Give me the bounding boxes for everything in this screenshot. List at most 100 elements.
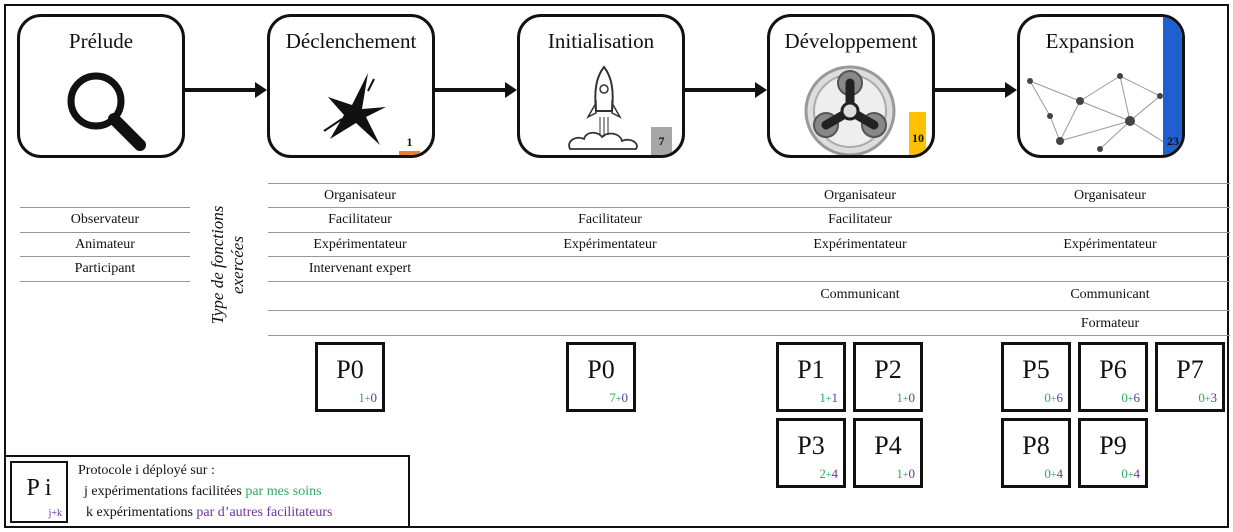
count-j: 0	[1121, 466, 1128, 481]
magnifier-icon	[67, 72, 146, 151]
protocol-box: P6 0+6	[1078, 342, 1148, 412]
plus-sign: +	[902, 470, 909, 481]
legend-line-2-text: j expérimentations facilitées	[84, 484, 246, 499]
count-bar	[1163, 17, 1182, 155]
protocol-box: P5 0+6	[1001, 342, 1071, 412]
legend-line-3: k expérimentations par d’autres facilita…	[86, 505, 332, 521]
protocol-count: 0+6	[1044, 390, 1063, 406]
table-line	[268, 256, 1230, 257]
function-cell: Expérimentateur	[563, 237, 657, 252]
function-cell: Communicant	[820, 287, 900, 302]
plus-sign: +	[615, 394, 622, 405]
protocol-box: P0 1+0	[315, 342, 385, 412]
function-cell: Organisateur	[323, 188, 397, 203]
phase-expansion: Expansion 23	[1017, 14, 1185, 158]
legend-line-1: Protocole i déployé sur :	[78, 463, 215, 478]
divider	[20, 232, 190, 233]
count-j: 0	[1044, 390, 1051, 405]
legend-line-3-text: k expérimentations	[86, 505, 197, 520]
count-k: 6	[1056, 390, 1064, 405]
plus-sign: +	[1127, 470, 1134, 481]
count-j: 0	[1121, 390, 1128, 405]
legend: P i j+k Protocole i déployé sur : j expé…	[4, 455, 410, 528]
divider	[20, 256, 190, 257]
function-cell: Communicant	[1070, 287, 1150, 302]
count-j: 1	[896, 390, 903, 405]
phase-title: Expansion	[1045, 29, 1135, 53]
legend-protocol-box: P i j+k	[10, 461, 68, 523]
protocol-box: P1 1+1	[776, 342, 846, 412]
count-j: 0	[1044, 466, 1051, 481]
count-k: 4	[1056, 466, 1064, 481]
protocol-count: 0+6	[1121, 390, 1140, 406]
count-k: 0	[908, 390, 916, 405]
count-label: 7	[658, 134, 665, 148]
arrow	[685, 82, 767, 98]
count-j: 0	[1198, 390, 1205, 405]
protocol-count: 0+4	[1121, 466, 1140, 482]
count-j: 7	[609, 390, 616, 405]
protocol-name: P9	[1099, 431, 1127, 460]
protocol-count: 1+0	[896, 466, 915, 482]
protocol-name: P0	[336, 355, 364, 384]
protocol-count: 1+0	[358, 390, 377, 406]
protocol-count: 1+1	[819, 390, 838, 406]
plus-sign: +	[825, 470, 832, 481]
protocol-name: P6	[1099, 355, 1127, 384]
phase-title: Prélude	[68, 29, 134, 53]
plus-sign: +	[1050, 470, 1057, 481]
protocol-count: 1+0	[896, 390, 915, 406]
protocol-name: P1	[797, 355, 825, 384]
arrow	[435, 82, 517, 98]
count-k: 4	[831, 466, 839, 481]
diagram-frame	[4, 4, 1229, 528]
plus-sign: +	[1127, 394, 1134, 405]
function-cell: Facilitateur	[828, 212, 892, 227]
arrow	[185, 82, 267, 98]
protocol-box: P2 1+0	[853, 342, 923, 412]
count-k: 0	[908, 466, 916, 481]
legend-line-3-colored: par d’autres facilitateurs	[196, 505, 333, 520]
count-label: 23	[1167, 134, 1179, 148]
prelude-role: Participant	[74, 261, 136, 276]
prelude-role: Observateur	[70, 212, 140, 227]
table-line	[268, 310, 1230, 311]
legend-line-2-colored: par mes soins	[245, 484, 322, 499]
table-line	[268, 232, 1230, 233]
plus-sign: +	[825, 394, 832, 405]
protocol-name: P8	[1022, 431, 1050, 460]
plus-sign: +	[364, 394, 371, 405]
protocol-box: P4 1+0	[853, 418, 923, 488]
function-cell: Facilitateur	[578, 212, 642, 227]
table-line	[268, 183, 1230, 184]
phase-initialisation: Initialisation 7	[517, 14, 685, 158]
count-k: 0	[621, 390, 629, 405]
count-j: 1	[896, 466, 903, 481]
arrow	[935, 82, 1017, 98]
count-j: 1	[819, 390, 826, 405]
protocol-box: P7 0+3	[1155, 342, 1225, 412]
legend-line-2: j expérimentations facilitées par mes so…	[84, 484, 322, 500]
function-cell: Formateur	[1080, 316, 1140, 331]
plus-sign: +	[1204, 394, 1211, 405]
protocol-box: P0 7+0	[566, 342, 636, 412]
gear-icon	[804, 65, 896, 155]
rocket-icon	[568, 65, 638, 150]
legend-protocol-name: P i	[26, 475, 52, 501]
function-cell: Facilitateur	[328, 212, 392, 227]
protocol-count: 2+4	[819, 466, 838, 482]
protocol-name: P5	[1022, 355, 1050, 384]
divider	[20, 281, 190, 282]
plus-sign: +	[902, 394, 909, 405]
function-cell: Organisateur	[1073, 188, 1147, 203]
plus-sign: +	[1050, 394, 1057, 405]
phase-title: Développement	[784, 29, 918, 53]
count-j: 2	[819, 466, 826, 481]
functions-axis-text: Type de fonctions exercées	[208, 205, 247, 325]
protocol-box: P8 0+4	[1001, 418, 1071, 488]
function-cell: Intervenant expert	[308, 261, 412, 276]
count-k: 1	[831, 390, 839, 405]
function-cell: Expérimentateur	[313, 237, 407, 252]
function-cell: Expérimentateur	[813, 237, 907, 252]
protocol-name: P7	[1176, 355, 1204, 384]
